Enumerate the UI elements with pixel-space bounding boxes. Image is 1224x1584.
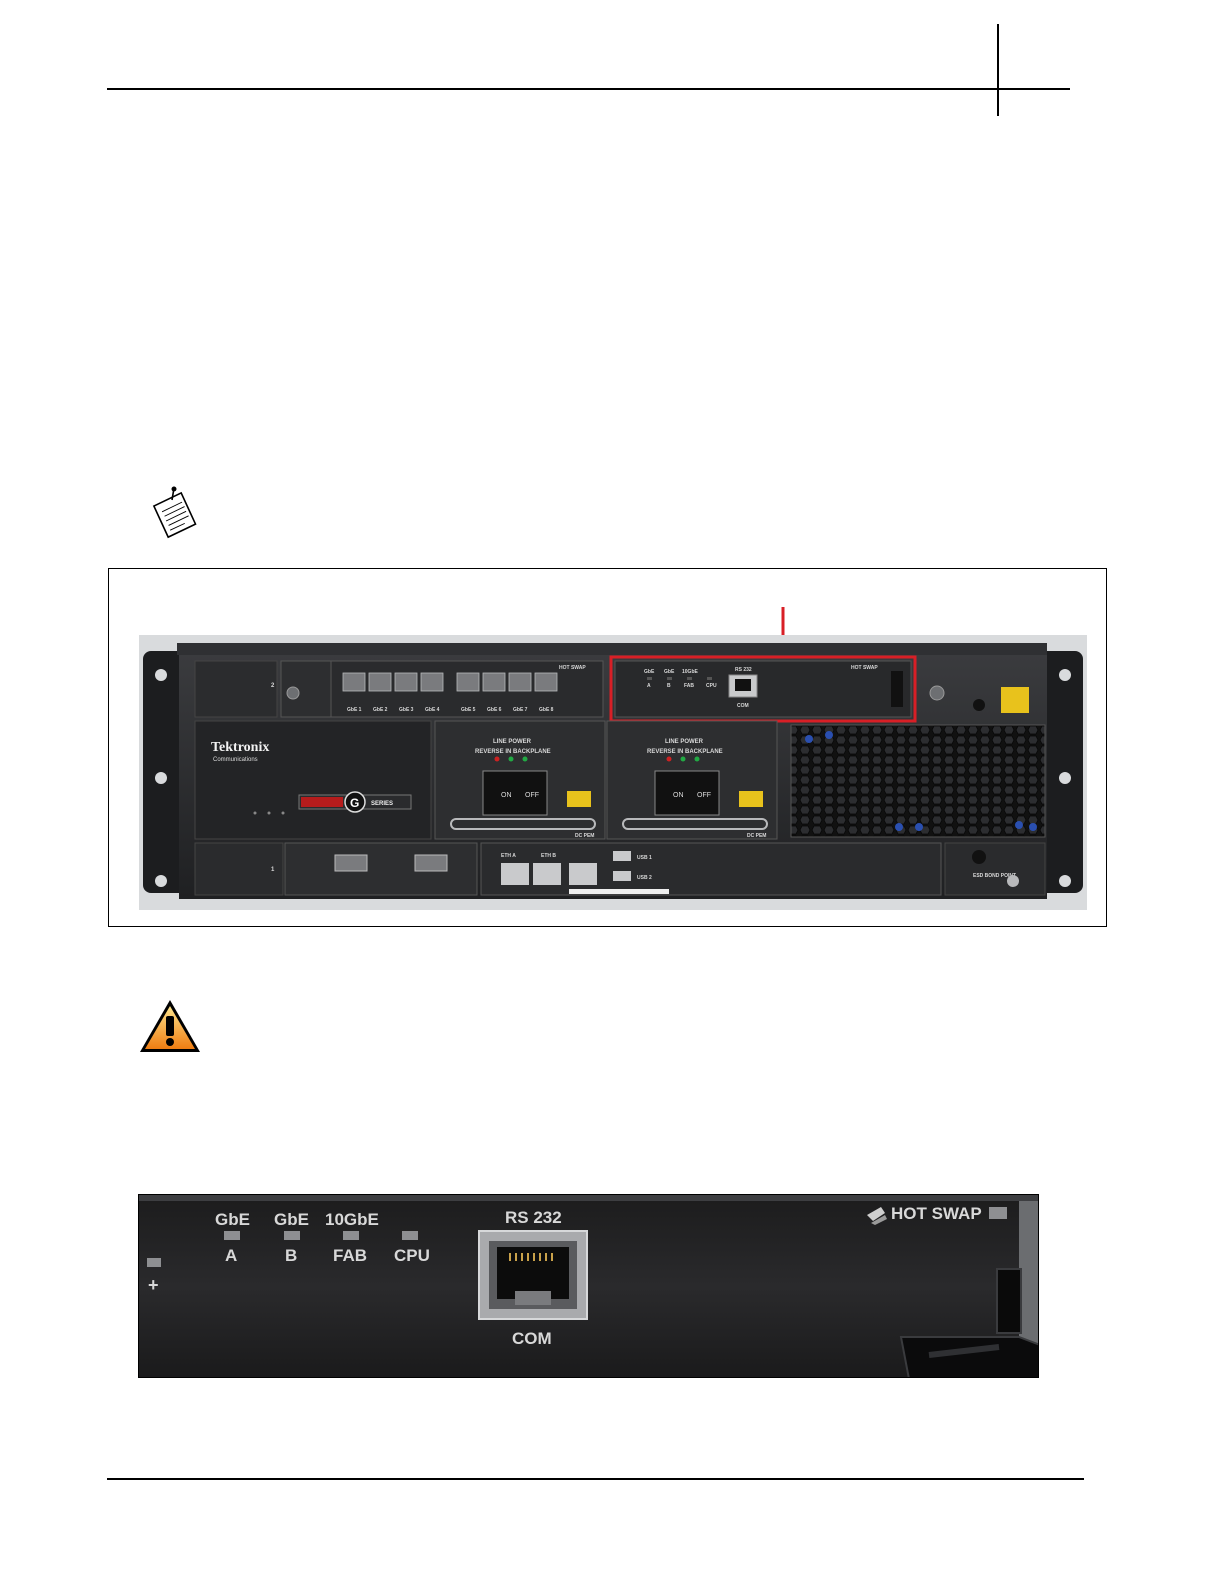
svg-text:FAB: FAB — [333, 1246, 367, 1265]
line-power-1: LINE POWER — [493, 739, 532, 745]
svg-text:10GbE: 10GbE — [682, 669, 699, 675]
hot-swap-icon — [867, 1207, 887, 1225]
svg-text:GbE 5: GbE 5 — [461, 707, 476, 713]
hot-swap-label-sfp: HOT SWAP — [559, 665, 586, 671]
off-label-1: OFF — [525, 792, 539, 799]
svg-text:CPU: CPU — [706, 683, 717, 689]
slot-1-label: 1 — [271, 867, 275, 873]
series-label: SERIES — [371, 801, 393, 807]
slot-2-label: 2 — [271, 683, 275, 689]
svg-text:B: B — [667, 683, 671, 689]
power-leds-1: REVERSE IN BACKPLANE — [475, 749, 551, 755]
svg-text:10GbE: 10GbE — [325, 1210, 379, 1229]
rs232-label-small: RS 232 — [735, 667, 752, 673]
figure-rtm-closeup: + GbE A GbE B 10GbE FAB CPU RS 232 — [138, 1194, 1039, 1378]
series-logo: G — [350, 796, 359, 810]
svg-text:B: B — [285, 1246, 297, 1265]
on-label-1: ON — [501, 792, 512, 799]
usb2-label: USB 2 — [637, 875, 652, 881]
com-port — [478, 1230, 588, 1320]
tektronix-logo: Tektronix — [211, 740, 269, 755]
svg-text:GbE 2: GbE 2 — [373, 707, 388, 713]
svg-text:A: A — [225, 1246, 237, 1265]
eth-a-label: ETH A — [501, 853, 516, 859]
svg-text:A: A — [647, 683, 651, 689]
svg-text:FAB: FAB — [684, 683, 694, 689]
tektronix-sub: Communications — [213, 757, 258, 763]
eth-b-label: ETH B — [541, 853, 556, 859]
led-gbe-b: GbE B — [274, 1210, 309, 1265]
svg-text:GbE 1: GbE 1 — [347, 707, 362, 713]
esd-label: ESD BOND POINT — [973, 873, 1016, 879]
plus-label: + — [148, 1275, 159, 1295]
com-label: COM — [512, 1329, 552, 1348]
svg-text:GbE: GbE — [215, 1210, 250, 1229]
svg-text:GbE 3: GbE 3 — [399, 707, 414, 713]
svg-text:DC PEM: DC PEM — [747, 833, 766, 839]
svg-text:ON: ON — [673, 792, 684, 799]
rs232-label: RS 232 — [505, 1208, 562, 1227]
com-label-small: COM — [737, 703, 749, 709]
hot-swap-label: HOT SWAP — [891, 1204, 982, 1223]
header-rule — [107, 88, 1070, 90]
svg-text:GbE: GbE — [274, 1210, 309, 1229]
led-gbe-a: GbE A — [215, 1210, 250, 1265]
note-icon — [152, 486, 197, 539]
svg-text:GbE 7: GbE 7 — [513, 707, 528, 713]
svg-text:HOT SWAP: HOT SWAP — [851, 665, 878, 671]
svg-text:LINE POWER: LINE POWER — [665, 739, 704, 745]
figure-chassis: 2 GbE 1 GbE 2 GbE 3 GbE 4 GbE 5 GbE 6 GbE 7… — [108, 568, 1107, 927]
svg-text:GbE: GbE — [664, 669, 675, 675]
svg-text:GbE: GbE — [644, 669, 655, 675]
svg-text:GbE 8: GbE 8 — [539, 707, 554, 713]
footer-rule — [107, 1478, 1084, 1480]
svg-text:OFF: OFF — [697, 792, 711, 799]
svg-text:GbE 4: GbE 4 — [425, 707, 440, 713]
svg-text:GbE 6: GbE 6 — [487, 707, 502, 713]
pem-label-1: DC PEM — [575, 833, 594, 839]
usb1-label: USB 1 — [637, 855, 652, 861]
header-tab-rule — [997, 24, 999, 116]
warning-icon — [140, 1000, 200, 1052]
svg-text:CPU: CPU — [394, 1246, 430, 1265]
led-cpu: CPU — [394, 1231, 430, 1265]
chassis-photo: 2 GbE 1 GbE 2 GbE 3 GbE 4 GbE 5 GbE 6 GbE 7… — [139, 635, 1087, 910]
led-10gbe-fab: 10GbE FAB — [325, 1210, 379, 1265]
svg-text:REVERSE IN BACKPLANE: REVERSE IN BACKPLANE — [647, 749, 723, 755]
